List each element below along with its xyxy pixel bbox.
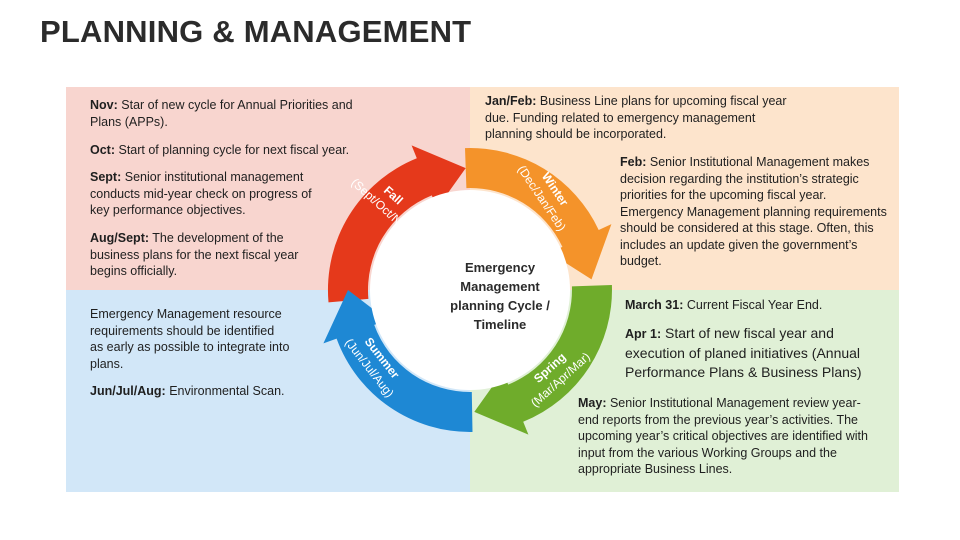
- cycle-center-title: Emergency Management planning Cycle / Ti…: [408, 258, 592, 334]
- note-oct: Oct: Start of planning cycle for next fi…: [90, 143, 350, 157]
- note-march-31: March 31: Current Fiscal Year End.: [625, 298, 823, 312]
- note-apr-1: Apr 1: Start of new fiscal year and exec…: [625, 325, 862, 380]
- note-nov: Nov: Star of new cycle for Annual Priori…: [90, 98, 353, 129]
- note-resource-requirements: Emergency Management resource requiremen…: [90, 307, 290, 371]
- note-jan-feb: Jan/Feb: Business Line plans for upcomin…: [485, 94, 787, 141]
- center-line-2: Management: [460, 279, 540, 294]
- note-feb: Feb: Senior Institutional Management mak…: [620, 155, 887, 268]
- center-line-4: Timeline: [473, 317, 527, 332]
- note-aug-sept: Aug/Sept: The development of the busines…: [90, 231, 299, 278]
- fall-arrow: [327, 145, 466, 303]
- note-may: May: Senior Institutional Management rev…: [578, 396, 868, 476]
- center-line-1: Emergency: [464, 260, 536, 275]
- note-jun-jul-aug: Jun/Jul/Aug: Environmental Scan.: [90, 384, 285, 398]
- spring-arrow: [474, 285, 612, 435]
- winter-arrow: [465, 148, 612, 280]
- note-sept: Sept: Senior institutional management co…: [90, 170, 312, 217]
- cycle-center-circle: [370, 190, 570, 390]
- summer-arrow: [323, 290, 473, 433]
- center-line-3: planning Cycle /: [450, 298, 550, 313]
- page-title: PLANNING & MANAGEMENT: [40, 14, 472, 49]
